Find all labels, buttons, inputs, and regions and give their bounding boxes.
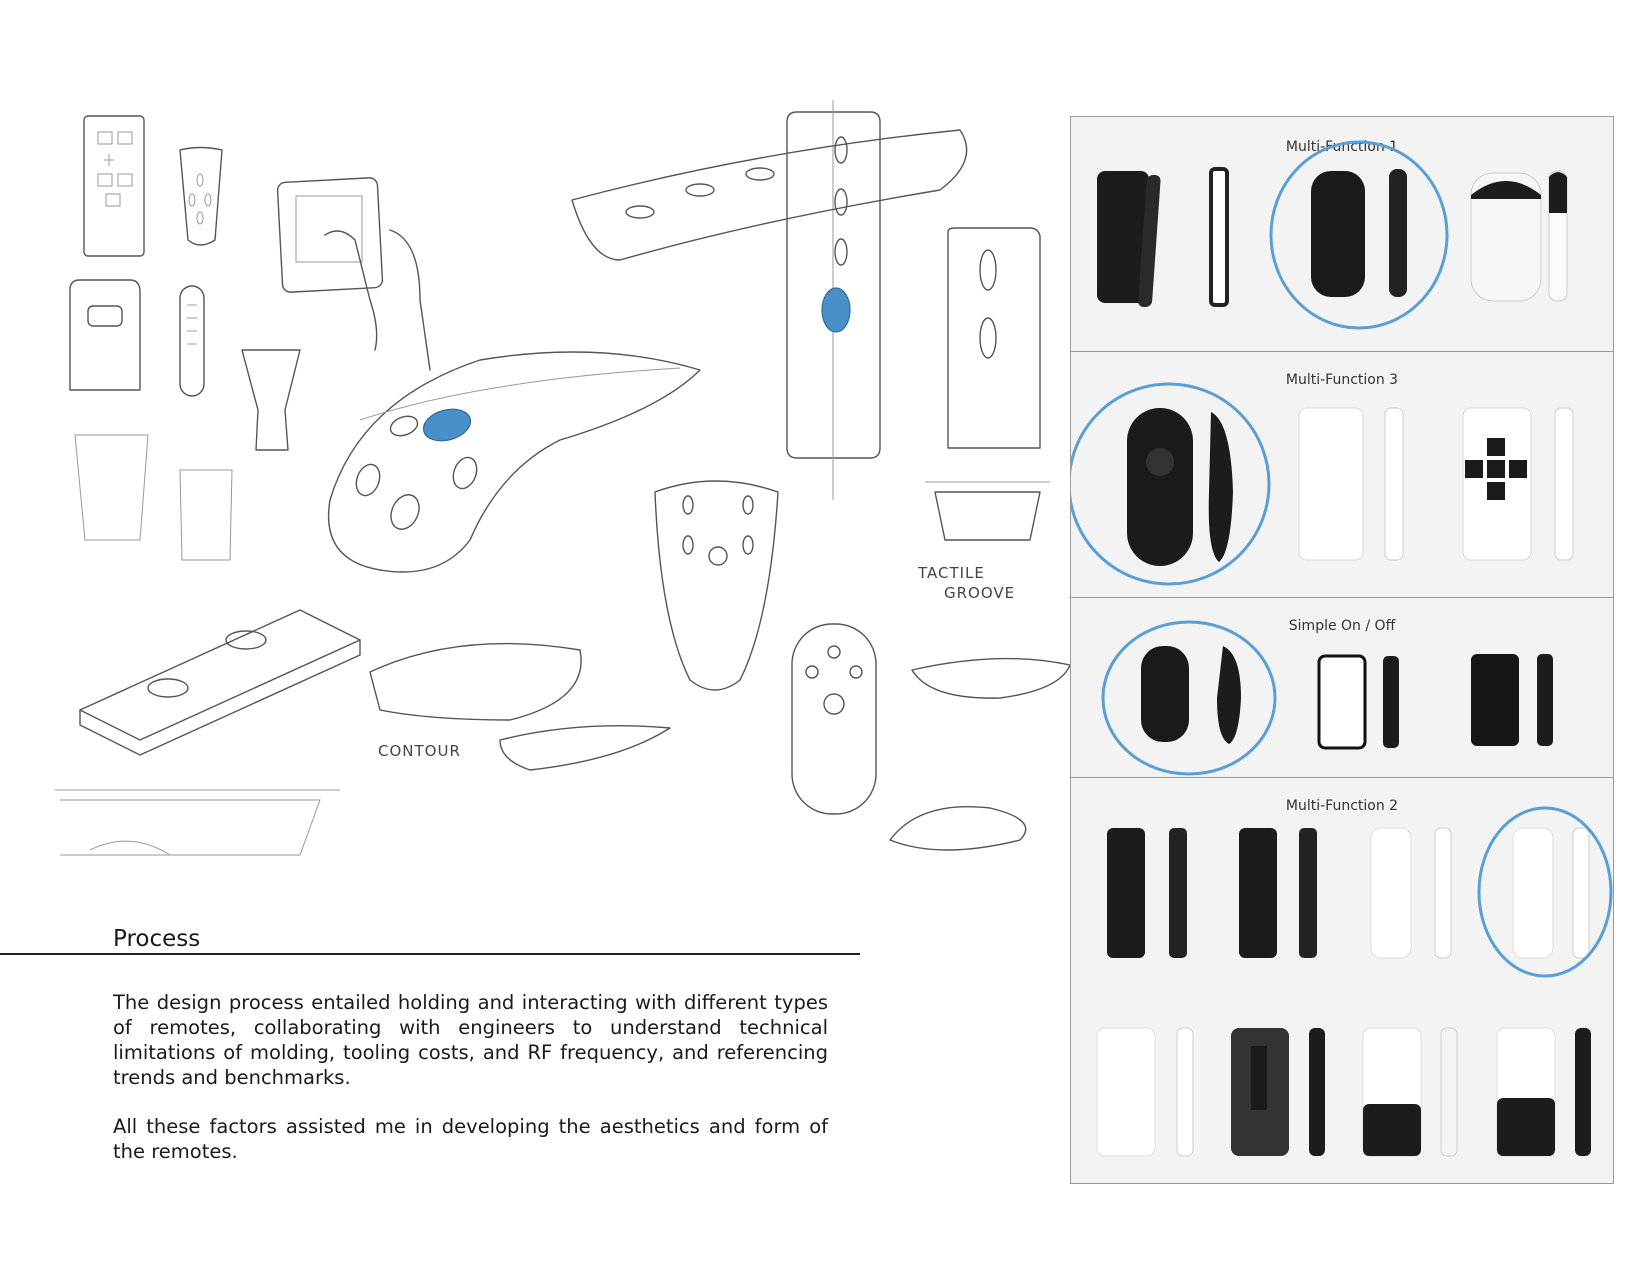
sketch-shield-remote (654, 480, 779, 691)
process-paragraph-1: The design process entailed holding and … (113, 991, 828, 1089)
multi-function-3-renders (1071, 382, 1574, 586)
section-multi-function-3: Multi-Function 3 (1071, 352, 1613, 598)
multi-function-2-renders (1096, 806, 1613, 1157)
sketch-remote-buttons (83, 115, 145, 257)
section-simple-on-off: Simple On / Off (1071, 598, 1613, 778)
sketch-remote-slot (69, 279, 205, 397)
sketch-flat-remote: CONTOUR (55, 609, 671, 856)
sketch-side-remote: TACTILE GROOVE (917, 227, 1050, 602)
annotation-contour: CONTOUR (378, 742, 461, 760)
renders-panel: Multi-Function 1 Multi-Function 3 (1070, 116, 1614, 1184)
sketch-cups (74, 349, 301, 561)
sketch-area: TACTILE GROOVE CONTOUR (0, 0, 1100, 900)
annotation-tactile: TACTILE (917, 564, 985, 582)
section-multi-function-2: Multi-Function 2 (1071, 778, 1613, 1183)
section-label: Simple On / Off (1288, 618, 1396, 634)
multi-function-1-renders (1097, 140, 1568, 330)
process-body: The design process entailed holding and … (113, 990, 828, 1188)
sketch-hand-touchscreen (276, 177, 431, 371)
section-label: Multi-Function 2 (1285, 798, 1399, 814)
sketch-oval-remote (791, 623, 1071, 851)
sketch-ergonomic-remote (327, 351, 701, 573)
section-multi-function-1: Multi-Function 1 (1071, 117, 1613, 352)
process-title: Process (113, 926, 201, 953)
remote-sketches: TACTILE GROOVE CONTOUR (55, 100, 1071, 856)
sketch-cup-remote (179, 146, 223, 246)
annotation-groove: GROOVE (944, 584, 1015, 602)
divider (0, 953, 860, 955)
simple-on-off-renders (1101, 620, 1553, 776)
section-label: Multi-Function 3 (1285, 372, 1399, 388)
sketch-tall-remote (571, 100, 968, 500)
process-paragraph-2: All these factors assisted me in develop… (113, 1115, 828, 1163)
